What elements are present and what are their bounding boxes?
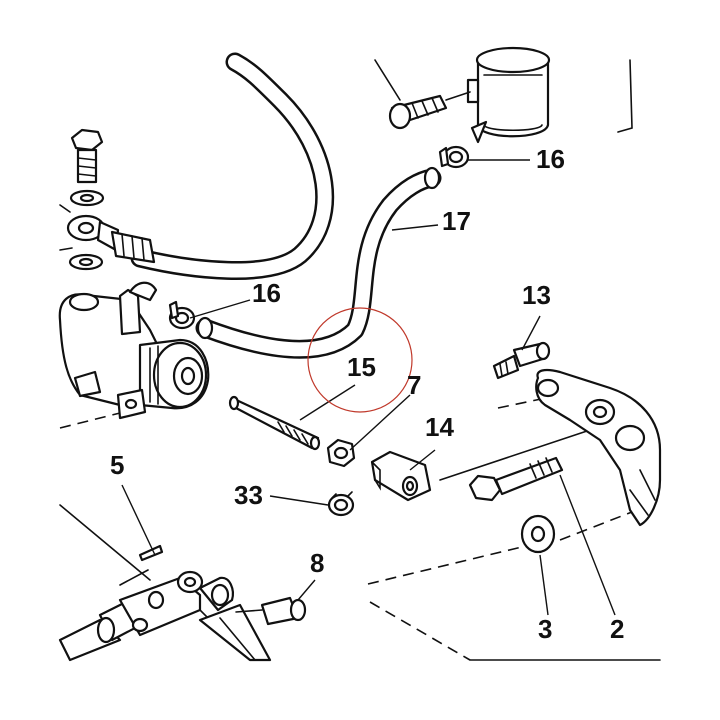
- push-rod-stud-15: [228, 395, 321, 451]
- clevis-14: [370, 450, 432, 502]
- leader-lines: [121, 159, 616, 616]
- banjo-bolt-assembly: [59, 128, 156, 271]
- callout-3: 3: [538, 614, 552, 644]
- spring-clip-33: [327, 491, 355, 517]
- pedal-bracket: [535, 368, 662, 527]
- hose-17: [195, 166, 442, 359]
- callout-16-lower: 16: [252, 278, 281, 308]
- callout-13: 13: [522, 280, 551, 310]
- nut-7: [326, 438, 356, 468]
- supply-hose-upper: [130, 52, 335, 280]
- pivot-bolt-2: [468, 456, 564, 502]
- callout-14: 14: [425, 412, 454, 442]
- callout-2: 2: [610, 614, 624, 644]
- hose-17-end: [423, 166, 441, 190]
- pedal-linkage: [58, 570, 272, 662]
- callout-17: 17: [442, 206, 471, 236]
- callout-5: 5: [110, 450, 124, 480]
- washer-3: [520, 514, 556, 554]
- callout-labels: 16 17 16 13 15 7 14 5 33 8 3 2: [110, 144, 624, 644]
- hose-clip-16-lower: [168, 300, 196, 330]
- callout-7: 7: [407, 370, 421, 400]
- callout-16-upper: 16: [536, 144, 565, 174]
- fluid-reservoir: [466, 46, 551, 144]
- callout-8: 8: [310, 548, 324, 578]
- callout-15: 15: [347, 352, 376, 382]
- reservoir-mounting-screw: [374, 59, 471, 130]
- split-pin-5: [119, 544, 165, 610]
- highlight-ring: [307, 307, 413, 413]
- clutch-master-cylinder: [58, 281, 210, 420]
- hose-clip-16-upper: [438, 145, 470, 169]
- callout-33: 33: [234, 480, 263, 510]
- clevis-pin-8: [235, 596, 307, 626]
- hose-17-end-lower: [196, 316, 214, 340]
